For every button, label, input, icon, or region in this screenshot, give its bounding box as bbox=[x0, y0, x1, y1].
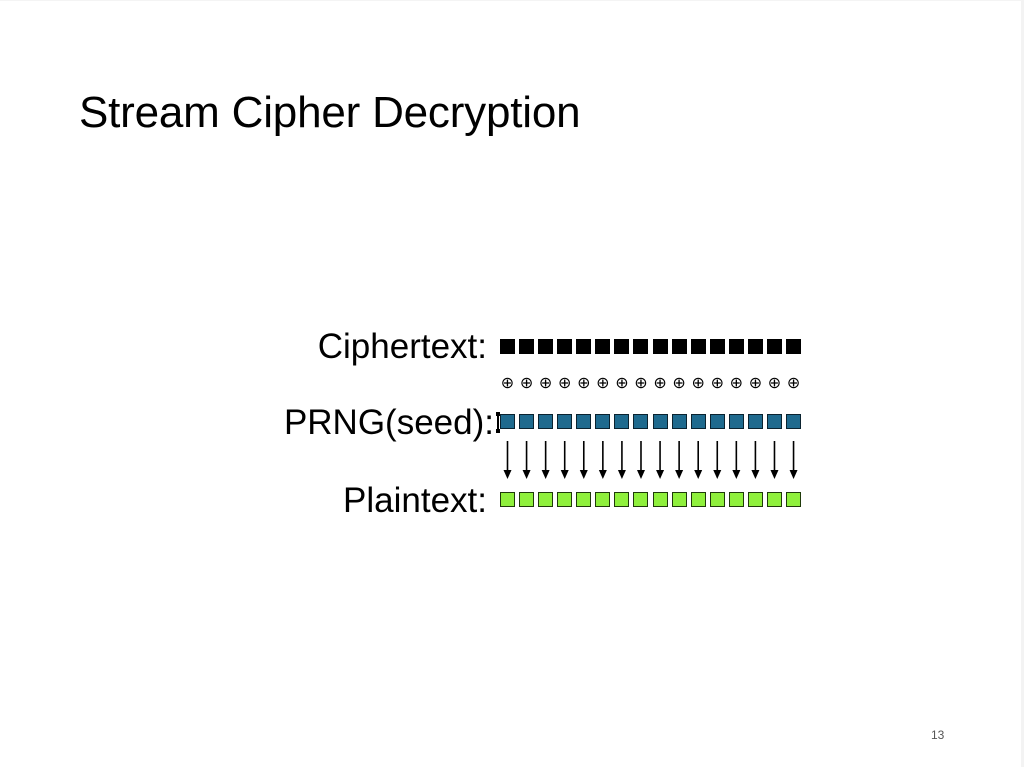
down-arrow-icon bbox=[789, 441, 798, 479]
ciphertext-bit-block bbox=[652, 339, 668, 354]
prng-label: PRNG(seed): bbox=[283, 403, 494, 442]
xor-icon: ⊕ bbox=[577, 375, 591, 392]
down-arrow-icon bbox=[636, 441, 645, 479]
xor-icon: ⊕ bbox=[596, 375, 610, 392]
plaintext-bit-block bbox=[766, 492, 782, 507]
plaintext-bit-block bbox=[576, 492, 592, 507]
plaintext-bit-block bbox=[538, 492, 554, 507]
ciphertext-bit-block bbox=[576, 339, 592, 354]
prng-bit-block bbox=[786, 414, 802, 429]
prng-bit-block bbox=[595, 414, 611, 429]
xor-icon: ⊕ bbox=[710, 375, 724, 392]
xor-icon: ⊕ bbox=[615, 375, 629, 392]
ciphertext-bit-block bbox=[690, 339, 706, 354]
xor-icon: ⊕ bbox=[500, 375, 515, 392]
prng-bit-block bbox=[576, 414, 592, 429]
down-arrow-icon bbox=[522, 441, 531, 479]
down-arrow-icon bbox=[656, 441, 665, 479]
xor-icon: ⊕ bbox=[729, 375, 744, 392]
xor-icon: ⊕ bbox=[519, 375, 534, 392]
prng-bit-block bbox=[671, 414, 687, 429]
ciphertext-bit-block bbox=[766, 339, 782, 354]
ciphertext-bit-block bbox=[500, 339, 515, 354]
prng-bit-block bbox=[500, 414, 515, 429]
prng-bit-block bbox=[633, 414, 649, 429]
ciphertext-bit-block bbox=[709, 339, 725, 354]
ciphertext-bit-block bbox=[747, 339, 763, 354]
plaintext-bit-block bbox=[633, 492, 649, 507]
down-arrows-row bbox=[503, 441, 798, 479]
plaintext-bit-block bbox=[671, 492, 687, 507]
plaintext-bit-block bbox=[500, 492, 515, 507]
ciphertext-bit-block bbox=[557, 339, 573, 354]
ciphertext-bit-block bbox=[614, 339, 630, 354]
plaintext-bit-block bbox=[747, 492, 763, 507]
prng-bit-block bbox=[690, 414, 706, 429]
plaintext-bit-block bbox=[614, 492, 630, 507]
prng-bit-block bbox=[519, 414, 535, 429]
plaintext-bit-block bbox=[652, 492, 668, 507]
xor-icon: ⊕ bbox=[558, 375, 572, 392]
plaintext-bit-block bbox=[519, 492, 535, 507]
down-arrow-icon bbox=[503, 441, 512, 479]
plaintext-bit-block bbox=[728, 492, 744, 507]
xor-icon: ⊕ bbox=[538, 375, 553, 392]
ciphertext-bit-block bbox=[786, 339, 802, 354]
prng-bracket-marker bbox=[496, 412, 502, 433]
plaintext-label: Plaintext: bbox=[343, 481, 487, 520]
xor-icon: ⊕ bbox=[634, 375, 648, 392]
prng-bit-block bbox=[709, 414, 725, 429]
prng-bit-block bbox=[614, 414, 630, 429]
plaintext-bit-block bbox=[557, 492, 573, 507]
down-arrow-icon bbox=[617, 441, 626, 479]
prng-bit-block bbox=[538, 414, 554, 429]
prng-bit-block bbox=[766, 414, 782, 429]
down-arrow-icon bbox=[598, 441, 607, 479]
ciphertext-bit-block bbox=[519, 339, 535, 354]
down-arrow-icon bbox=[579, 441, 588, 479]
down-arrow-icon bbox=[541, 441, 550, 479]
prng-bit-block bbox=[747, 414, 763, 429]
ciphertext-bit-block bbox=[538, 339, 554, 354]
ciphertext-bit-block bbox=[633, 339, 649, 354]
down-arrow-icon bbox=[713, 441, 722, 479]
ciphertext-bit-block bbox=[671, 339, 687, 354]
ciphertext-label: Ciphertext: bbox=[317, 327, 487, 366]
prng-bit-block bbox=[652, 414, 668, 429]
down-arrow-icon bbox=[675, 441, 684, 479]
plaintext-bit-block bbox=[690, 492, 706, 507]
prng-bit-block bbox=[557, 414, 573, 429]
xor-icon: ⊕ bbox=[653, 375, 667, 392]
xor-icon: ⊕ bbox=[672, 375, 686, 392]
plaintext-bit-block bbox=[786, 492, 802, 507]
page-number: 13 bbox=[931, 728, 945, 742]
plaintext-bit-block bbox=[595, 492, 611, 507]
down-arrow-icon bbox=[732, 441, 741, 479]
xor-icon: ⊕ bbox=[767, 375, 782, 392]
xor-icon: ⊕ bbox=[691, 375, 705, 392]
ciphertext-bit-block bbox=[595, 339, 611, 354]
slide-title: Stream Cipher Decryption bbox=[79, 88, 581, 137]
plaintext-bit-block bbox=[709, 492, 725, 507]
down-arrow-icon bbox=[694, 441, 703, 479]
down-arrow-icon bbox=[560, 441, 569, 479]
down-arrow-icon bbox=[770, 441, 779, 479]
xor-icon: ⊕ bbox=[786, 375, 801, 392]
prng-bit-block bbox=[728, 414, 744, 429]
xor-icon: ⊕ bbox=[748, 375, 763, 392]
down-arrow-icon bbox=[751, 441, 760, 479]
ciphertext-bit-block bbox=[728, 339, 744, 354]
